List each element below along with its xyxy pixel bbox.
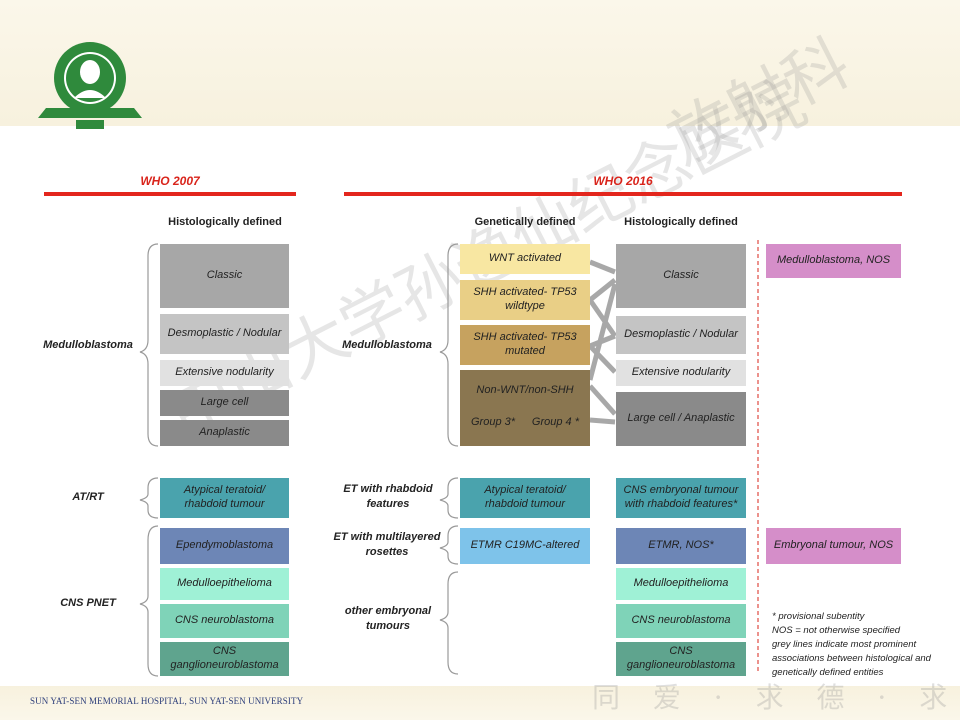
slide-footer-band (0, 686, 960, 720)
who2007-box-classic: Classic (160, 244, 289, 308)
who2016-col-genetic: Genetically defined (474, 216, 576, 228)
who2016-box-cns-neuroblastoma: CNS neuroblastoma (616, 604, 746, 638)
who2016-box-medulloepithelioma: Medulloepithelioma (616, 568, 746, 600)
note-line: genetically defined entities (772, 667, 884, 678)
figure-notes: * provisional subentity NOS = not otherw… (772, 610, 931, 680)
who2016-group-other-embryonal: other embryonal tumours (344, 605, 432, 633)
who2016-box-etmr-nos: ETMR, NOS* (616, 528, 746, 564)
who2007-group-atrt: AT/RT (72, 491, 104, 503)
who2007-box-large-cell: Large cell (160, 390, 289, 416)
who2007-group-cns-pnet: CNS PNET (60, 597, 116, 609)
who2007-box-cns-neuroblastoma: CNS neuroblastoma (160, 604, 289, 638)
who2007-box-ganglioneuroblastoma: CNS ganglioneuroblastoma (160, 642, 289, 676)
who2007-box-anaplastic: Anaplastic (160, 420, 289, 446)
note-line: * provisional subentity (772, 611, 865, 622)
who2007-title: WHO 2007 (140, 174, 200, 188)
who2016-group-medulloblastoma: Medulloblastoma (342, 339, 432, 351)
footer-motto: 同 爱 · 求 德 · 求 精 · 善 道 (592, 681, 960, 714)
note-line: associations between histological and (772, 653, 931, 664)
note-line: NOS = not otherwise specified (772, 625, 901, 636)
who2007-box-desmoplastic: Desmoplastic / Nodular (160, 314, 289, 354)
hospital-logo (38, 36, 150, 132)
who2016-box-wnt: WNT activated (460, 244, 590, 274)
who2016-box-large-cell-anaplastic: Large cell / Anaplastic (616, 392, 746, 446)
who2007-box-atrt: Atypical teratoid/ rhabdoid tumour (160, 478, 289, 518)
who2016-box-etmr-c19mc: ETMR C19MC-altered (460, 528, 590, 564)
who2016-box-embryonal-nos: Embryonal tumour, NOS (766, 528, 901, 564)
who2016-col-histological: Histologically defined (624, 216, 738, 228)
who2016-label-non-wnt-shh: Non-WNT/non-SHH (476, 384, 574, 396)
who2016-title: WHO 2016 (593, 174, 653, 188)
who2016-box-classic: Classic (616, 244, 746, 308)
who2016-box-atrt: Atypical teratoid/ rhabdoid tumour (460, 478, 590, 518)
who2007-box-medulloepithelioma: Medulloepithelioma (160, 568, 289, 600)
hospital-seal-graphic (38, 42, 142, 129)
who2016-label-group4: Group 4 * (531, 415, 579, 428)
who2016-group-et-multilayered: ET with multilayered rosettes (333, 531, 441, 559)
who2016-group-et-rhabdoid: ET with rhabdoid features (343, 483, 433, 511)
who2016-box-medulloblastoma-nos: Medulloblastoma, NOS (766, 244, 901, 278)
who2007-group-medulloblastoma: Medulloblastoma (43, 339, 133, 351)
who2016-box-ganglioneuroblastoma: CNS ganglioneuroblastoma (616, 642, 746, 676)
who2016-box-desmoplastic: Desmoplastic / Nodular (616, 316, 746, 354)
who2007-box-ependymoblastoma: Ependymoblastoma (160, 528, 289, 564)
who2007-box-extensive-nodularity: Extensive nodularity (160, 360, 289, 386)
slide-header-band (0, 0, 960, 126)
who2016-box-shh-mutated: SHH activated- TP53 mutated (460, 325, 590, 365)
who2007-col-histological: Histologically defined (168, 216, 282, 228)
who2016-box-shh-wildtype: SHH activated- TP53 wildtype (460, 280, 590, 320)
footer-institution: SUN YAT-SEN MEMORIAL HOSPITAL, SUN YAT-S… (30, 696, 304, 706)
who2016-box-cns-embryonal-rhabdoid: CNS embryonal tumour with rhabdoid featu… (616, 478, 746, 518)
who2016-box-extensive-nodularity: Extensive nodularity (616, 360, 746, 386)
who2016-box-non-wnt-shh: Non-WNT/non-SHH Group 3* Group 4 * (460, 370, 590, 446)
note-line: grey lines indicate most prominent (772, 639, 917, 650)
who2016-label-group3: Group 3* (471, 415, 516, 428)
